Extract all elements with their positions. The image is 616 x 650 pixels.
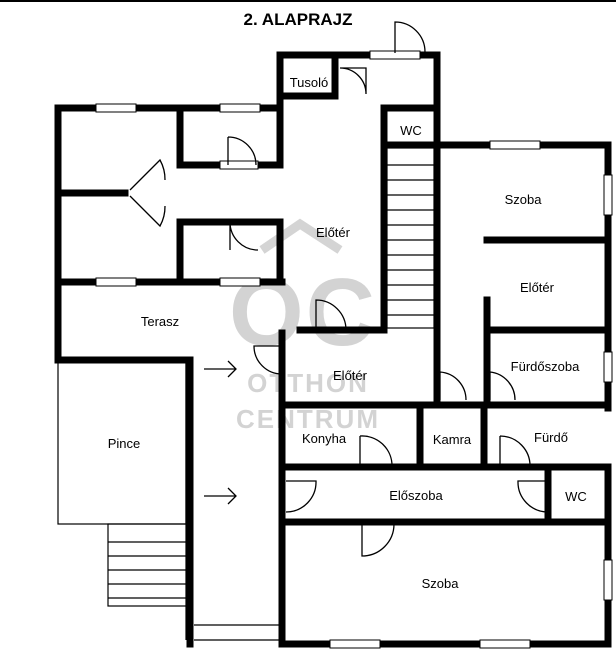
room-label-eloter-center: Előtér [316, 225, 351, 240]
room-label-konyha: Konyha [302, 431, 347, 446]
doors [129, 21, 549, 557]
room-label-szoba-bottom: Szoba [422, 576, 460, 591]
thin-outlines [57, 361, 280, 641]
watermark-line1: OTTHON [247, 368, 369, 398]
watermark-logo: OC OTTHON CENTRUM [229, 218, 380, 434]
arrow-icon [204, 487, 237, 505]
room-label-eloter-right: Előtér [520, 280, 555, 295]
room-label-eloter-mid: Előtér [333, 368, 368, 383]
room-label-furdo: Fürdő [534, 430, 568, 445]
entry-arrows [204, 360, 237, 505]
room-labels: Tusoló WC Szoba Előtér Előtér Terasz Elő… [108, 75, 587, 591]
room-label-pince: Pince [108, 436, 141, 451]
staircase [386, 147, 435, 329]
room-label-szoba-top: Szoba [505, 192, 543, 207]
room-label-eloszoba: Előszoba [389, 488, 443, 503]
room-label-wc-bottom: WC [565, 489, 587, 504]
room-label-kamra: Kamra [433, 432, 472, 447]
arrow-icon [204, 360, 237, 378]
room-label-furdoszoba: Fürdőszoba [511, 359, 580, 374]
room-label-terasz: Terasz [141, 314, 179, 329]
room-label-wc-top: WC [400, 123, 422, 138]
watermark-logo-text: OC [229, 259, 377, 366]
watermark-line2: CENTRUM [236, 404, 380, 434]
room-label-tusolo: Tusoló [290, 75, 329, 90]
page-title: 2. ALAPRAJZ [244, 10, 353, 29]
